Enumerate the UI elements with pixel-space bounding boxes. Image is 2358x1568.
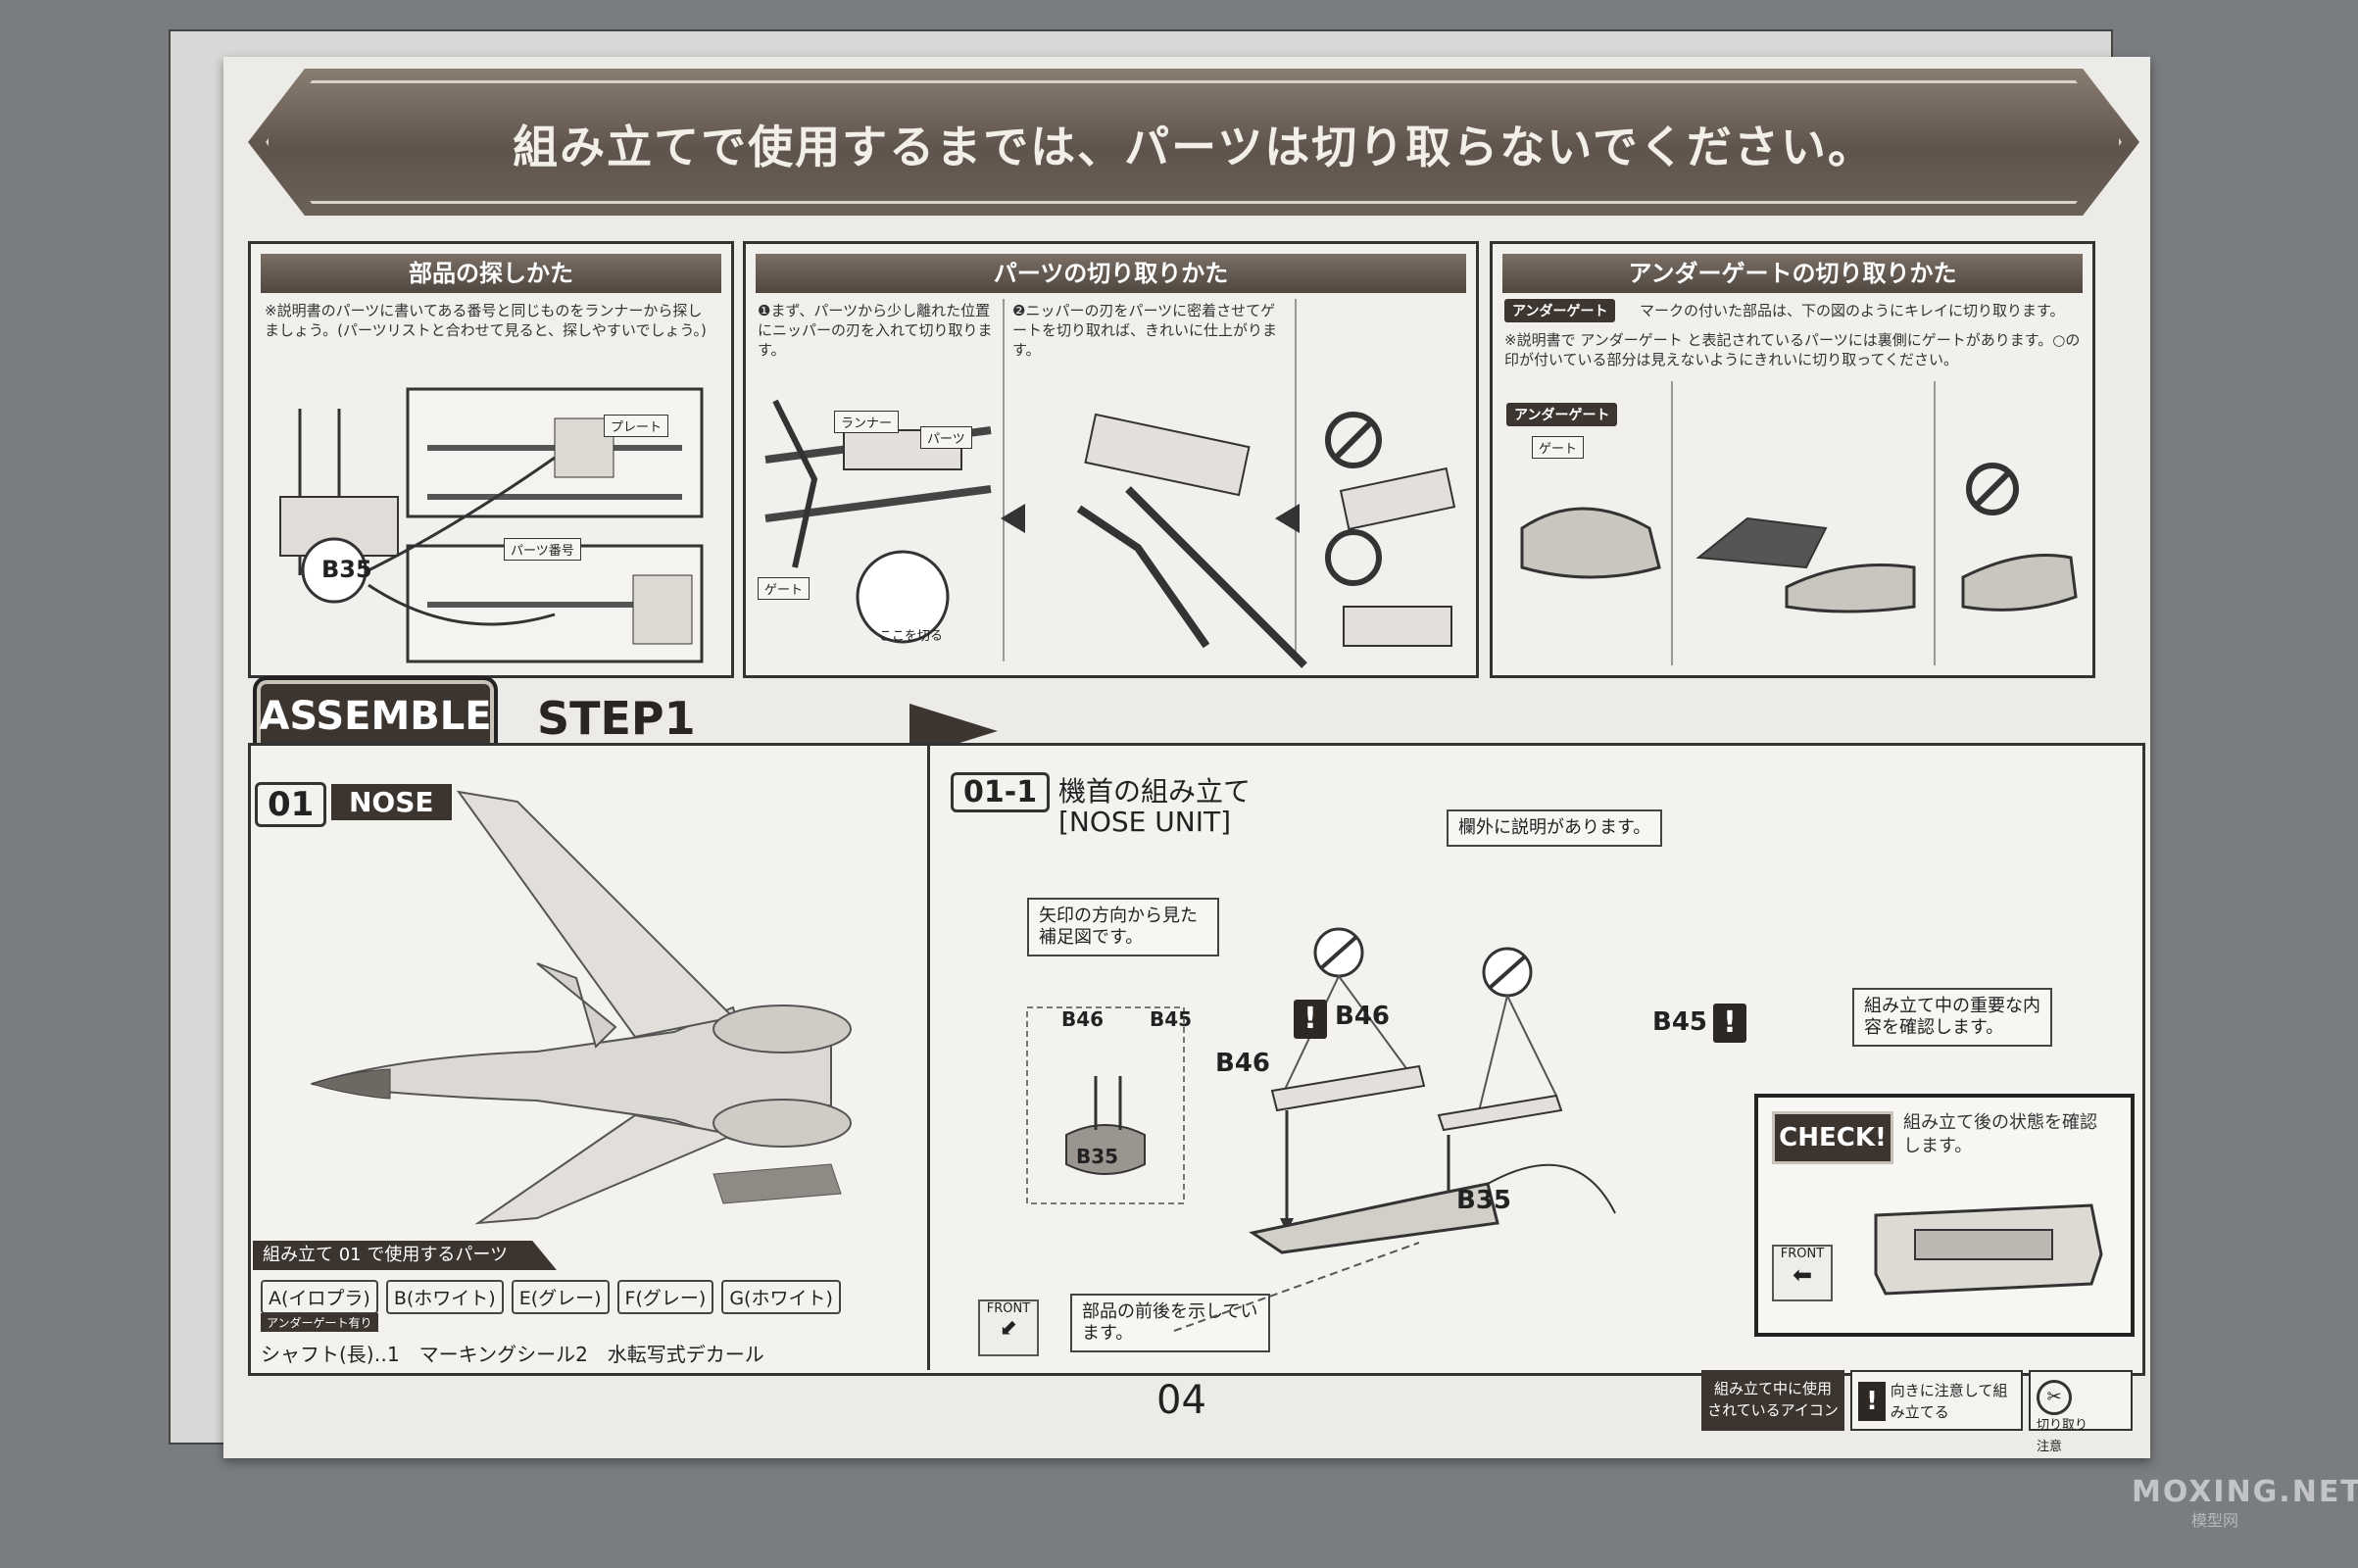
panel-cutting: パーツの切り取りかた ❶まず、パーツから少し離れた位置にニッパーの刃を入れて切り… <box>743 241 1479 678</box>
nose-unit-title-en: [NOSE UNIT] <box>1058 806 1231 838</box>
check-label: CHECK! <box>1772 1111 1893 1164</box>
part-e: E(グレー) <box>511 1280 610 1314</box>
legend-cut: ✂ 切り取り注意 <box>2029 1370 2133 1454</box>
front-label-check: FRONT <box>1780 1247 1825 1261</box>
panel-title-under-gate: アンダーゲートの切り取りかた <box>1502 254 2083 293</box>
warning-icon-b45: ! <box>1713 1004 1746 1043</box>
nose-unit-illustration <box>1026 927 1616 1332</box>
manual-page: 組み立てで使用するまでは、パーツは切り取らないでください。 部品の探しかた ※説… <box>223 57 2150 1458</box>
find-note: ※説明書のパーツに書いてある番号と同じものをランナーから探しましょう。(パーツリ… <box>265 302 707 339</box>
section-011-number: 01-1 <box>951 772 1051 812</box>
assembly-divider <box>927 743 930 1370</box>
under-gate-note: ※説明書で アンダーゲート と表記されているパーツには裏側にゲートがあります。○… <box>1504 331 2081 368</box>
step-label: STEP1 <box>537 692 696 745</box>
under-gate-note-small: アンダーゲート有り <box>261 1313 378 1332</box>
arrow-icon: ⬋ <box>999 1316 1018 1341</box>
warning-legend-icon: ! <box>1858 1382 1886 1421</box>
label-b45-inset: B45 <box>1150 1007 1193 1031</box>
warning-icon-b46: ! <box>1294 1000 1327 1039</box>
label-b35-inset: B35 <box>1076 1145 1119 1168</box>
tag-parts: パーツ <box>920 426 972 449</box>
part-g: G(ホワイト) <box>721 1280 841 1314</box>
label-b45: B45 <box>1652 1007 1707 1037</box>
front-indicator: FRONT ⬋ <box>978 1299 1039 1356</box>
tag-under-gate: アンダーゲート <box>1506 403 1618 426</box>
front-label: FRONT <box>986 1301 1031 1316</box>
tag-gate-ug: ゲート <box>1532 436 1585 459</box>
label-b46: B46 <box>1335 1002 1390 1031</box>
section-01-number: 01 <box>255 782 327 827</box>
cut-separator-2 <box>1295 299 1297 662</box>
legend-cut-text: 切り取り注意 <box>2037 1418 2088 1454</box>
tag-gate-cut: ゲート <box>758 577 811 600</box>
extra-parts-line: シャフト(長)‥1 マーキングシール2 水転写式デカール <box>261 1343 764 1366</box>
under-gate-illustration <box>1520 463 2078 613</box>
watermark-sub: 模型网 <box>2191 1511 2239 1530</box>
check-text: 組み立て後の状態を確認します。 <box>1903 1112 2097 1156</box>
under-gate-line1: マークの付いた部品は、下の図のようにキレイに切り取ります。 <box>1640 302 2065 319</box>
part-b: B(ホワイト) <box>385 1280 504 1314</box>
front-indicator-check: FRONT ⬅ <box>1772 1245 1833 1301</box>
callout-front: 部品の前後を示しています。 <box>1070 1294 1270 1352</box>
panel-find-parts: 部品の探しかた ※説明書のパーツに書いてある番号と同じものをランナーから探しまし… <box>248 241 734 678</box>
tag-plate: プレート <box>604 415 669 437</box>
banner-shape <box>248 69 2139 216</box>
banner-text: 組み立てで使用するまでは、パーツは切り取らないでください。 <box>513 121 1875 173</box>
nose-unit-title-jp: 機首の組み立て <box>1058 775 1252 808</box>
tag-cut-here: ここを切る <box>879 629 944 644</box>
part-a: A(イロプラ) <box>261 1280 378 1314</box>
parts-list: A(イロプラ)B(ホワイト)E(グレー)F(グレー)G(ホワイト) <box>261 1280 849 1314</box>
banner-frame <box>266 80 2122 204</box>
page-number: 04 <box>1156 1378 1206 1423</box>
check-part-illustration <box>1874 1203 2103 1296</box>
callout-arrow-view: 矢印の方向から見た補足図です。 <box>1027 898 1219 956</box>
aircraft-illustration <box>310 790 852 1225</box>
label-b35: B35 <box>1456 1186 1511 1215</box>
legend-warning-text: 向きに注意して組み立てる <box>1890 1382 2008 1421</box>
check-box: CHECK! 組み立て後の状態を確認します。 FRONT ⬅ <box>1754 1094 2135 1337</box>
panel-title-cutting: パーツの切り取りかた <box>756 254 1466 293</box>
cut-separator-1 <box>1003 299 1005 662</box>
label-b46-inset: B46 <box>1061 1007 1105 1031</box>
runner-illustration <box>279 387 704 663</box>
watermark: MOXING.NET <box>2132 1475 2358 1509</box>
label-b35-find: B35 <box>321 556 372 583</box>
callout-important: 組み立て中の重要な内容を確認します。 <box>1852 988 2052 1047</box>
under-gate-badge: アンダーゲート <box>1504 299 1616 322</box>
tag-runner: ランナー <box>834 411 900 433</box>
cutting-step2: ❷ニッパーの刃をパーツに密着させてゲートを切り取れば、きれいに仕上がります。 <box>1012 302 1278 359</box>
label-b46-small: B46 <box>1215 1049 1270 1078</box>
cutting-step1: ❶まず、パーツから少し離れた位置にニッパーの刃を入れて切り取ります。 <box>758 302 993 359</box>
parts-used-bar: 組み立て 01 で使用するパーツ <box>253 1241 557 1270</box>
panel-title-find: 部品の探しかた <box>261 254 721 293</box>
callout-outside-note: 欄外に説明があります。 <box>1447 809 1663 847</box>
ug-separator-1 <box>1671 381 1673 665</box>
part-f: F(グレー) <box>616 1280 714 1314</box>
tag-part-number: パーツ番号 <box>504 538 581 561</box>
panel-under-gate: アンダーゲートの切り取りかた アンダーゲート マークの付いた部品は、下の図のよう… <box>1490 241 2095 678</box>
arrow-left-icon: ⬅ <box>1792 1261 1813 1289</box>
section-01-name: NOSE <box>331 784 452 820</box>
ug-separator-2 <box>1934 381 1936 665</box>
warning-banner: 組み立てで使用するまでは、パーツは切り取らないでください。 <box>248 69 2139 216</box>
icon-legend-title: 組み立て中に使用されているアイコン <box>1701 1370 1844 1431</box>
cut-caution-icon: ✂ <box>2037 1380 2072 1415</box>
legend-warning: ! 向きに注意して組み立てる <box>1850 1370 2023 1431</box>
